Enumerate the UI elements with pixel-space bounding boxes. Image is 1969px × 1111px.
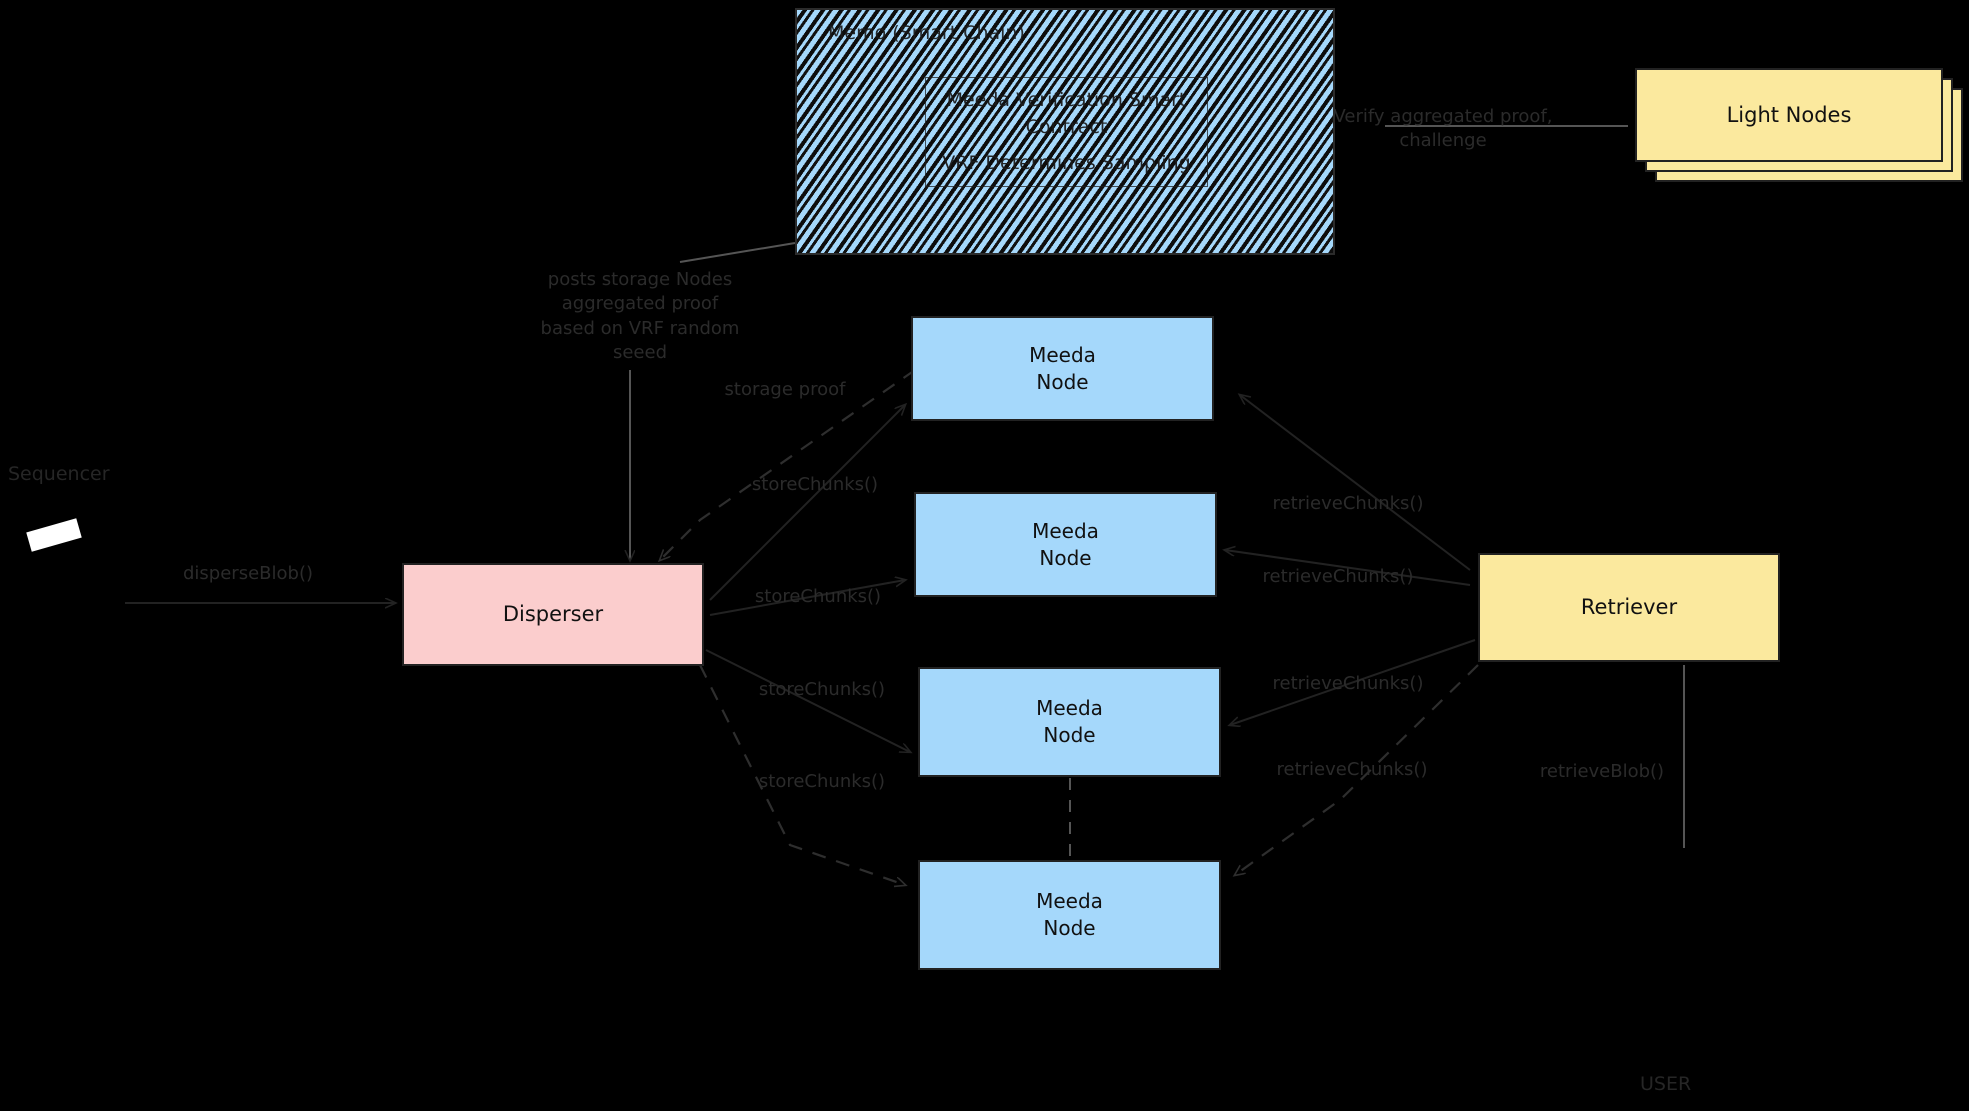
- meeda-node-1[interactable]: Meeda Node: [911, 316, 1214, 421]
- light-nodes-label: Light Nodes: [1726, 102, 1852, 127]
- edge-label-posts-storage: posts storage Nodes aggregated proof bas…: [540, 269, 740, 363]
- edge-label-retrieve-chunks-4: retrieveChunks(): [1276, 759, 1428, 780]
- edge-label-verify-aggregated: Verify aggregated proof, challenge: [1333, 106, 1553, 152]
- edge-label-disperse-blob: disperseBlob(): [183, 563, 313, 584]
- meeda-node-3[interactable]: Meeda Node: [918, 667, 1221, 777]
- user-label: USER: [1640, 1073, 1692, 1095]
- memo-smart-chain-box[interactable]: [795, 8, 1335, 255]
- edge-label-store-chunks-1: storeChunks(): [751, 474, 879, 495]
- meeda-node-3-line1: Meeda: [1036, 696, 1103, 720]
- edge-label-retrieve-chunks-1: retrieveChunks(): [1272, 493, 1424, 514]
- contract-line-3: VRF Determines Sampling: [942, 151, 1191, 174]
- edge-label-retrieve-blob: retrieveBlob(): [1539, 761, 1665, 782]
- edge-label-storage-proof: storage proof: [724, 379, 846, 400]
- edge-label-store-chunks-4: storeChunks(): [758, 771, 886, 792]
- sequencer-label: Sequencer: [8, 463, 110, 485]
- meeda-node-2[interactable]: Meeda Node: [914, 492, 1217, 597]
- edge-label-store-chunks-3: storeChunks(): [758, 679, 886, 700]
- meeda-node-4[interactable]: Meeda Node: [918, 860, 1221, 970]
- contract-line-2: Contract: [1025, 116, 1108, 139]
- meeda-node-4-line2: Node: [1043, 916, 1096, 940]
- meeda-node-2-line1: Meeda: [1032, 518, 1099, 543]
- meeda-node-3-line2: Node: [1043, 723, 1096, 747]
- meeda-node-1-line2: Node: [1036, 369, 1089, 394]
- meeda-node-1-line1: Meeda: [1029, 342, 1096, 367]
- meeda-node-2-line2: Node: [1039, 545, 1092, 570]
- edge-label-store-chunks-2: storeChunks(): [754, 586, 882, 607]
- edge-store-chunks-1: [709, 405, 905, 601]
- meeda-verification-contract-box[interactable]: Meeda Verification Smart Contract VRF De…: [925, 77, 1208, 187]
- contract-line-1: Meeda Verification Smart: [946, 88, 1187, 111]
- retriever-box[interactable]: Retriever: [1478, 553, 1780, 662]
- edge-label-retrieve-chunks-3: retrieveChunks(): [1272, 673, 1424, 694]
- memo-smart-chain-title: Memo (Smart Chain): [828, 22, 1025, 44]
- disperser-box[interactable]: Disperser: [402, 563, 704, 666]
- meeda-node-4-line1: Meeda: [1036, 889, 1103, 913]
- edge-retrieve-chunks-1: [1240, 395, 1471, 571]
- disperser-label: Disperser: [502, 602, 604, 627]
- edge-label-retrieve-chunks-2: retrieveChunks(): [1262, 566, 1414, 587]
- retriever-label: Retriever: [1580, 595, 1678, 620]
- light-nodes-box[interactable]: Light Nodes: [1635, 68, 1943, 162]
- cursor-highlight: [26, 518, 82, 552]
